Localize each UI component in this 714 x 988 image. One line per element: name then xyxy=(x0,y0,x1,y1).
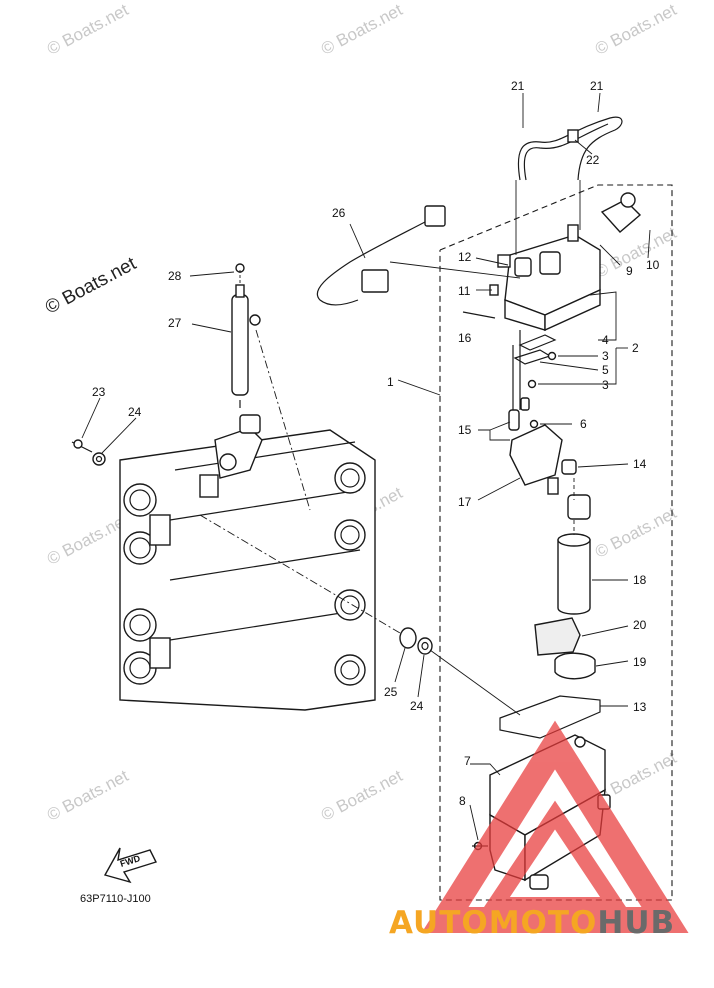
callout-4: 4 xyxy=(602,333,609,347)
callout-21: 21 xyxy=(590,79,604,93)
callout-14: 14 xyxy=(633,457,647,471)
callout-15: 15 xyxy=(458,423,472,437)
callout-3: 3 xyxy=(602,349,609,363)
wire-harness xyxy=(316,205,446,306)
callout-18: 18 xyxy=(633,573,647,587)
callout-21: 21 xyxy=(511,79,525,93)
callout-2: 2 xyxy=(632,341,639,355)
bolt-washer xyxy=(71,439,433,655)
callout-26: 26 xyxy=(332,206,346,220)
callout-3: 3 xyxy=(602,378,609,392)
callout-11: 11 xyxy=(458,284,471,298)
callout-28: 28 xyxy=(168,269,182,283)
brand-logo-text: AUTOMOTOHUB xyxy=(389,905,675,941)
vapor-separator-top xyxy=(462,192,642,431)
brand-triangle-logo xyxy=(421,720,689,933)
assembly-box xyxy=(439,184,673,901)
fuel-pump xyxy=(509,424,596,680)
callout-16: 16 xyxy=(458,331,472,345)
callout-19: 19 xyxy=(633,655,647,669)
callout-23: 23 xyxy=(92,385,106,399)
callout-10: 10 xyxy=(646,258,660,272)
callout-6: 6 xyxy=(580,417,587,431)
fwd-arrow xyxy=(103,847,157,884)
callout-13: 13 xyxy=(633,700,647,714)
callout-12: 12 xyxy=(458,250,472,264)
fuel-hose xyxy=(517,116,623,181)
callout-20: 20 xyxy=(633,618,647,632)
callout-9: 9 xyxy=(626,264,633,278)
sensor-27 xyxy=(231,263,261,408)
brand-part1: AUTOMOTO xyxy=(389,905,598,941)
throttle-body xyxy=(119,414,376,711)
drawing-code: 63P7110-J100 xyxy=(80,893,151,905)
brand-part2: HUB xyxy=(597,905,676,941)
callout-25: 25 xyxy=(384,685,398,699)
callout-8: 8 xyxy=(459,794,466,808)
callout-24: 24 xyxy=(410,699,424,713)
callout-7: 7 xyxy=(464,754,471,768)
callout-24: 24 xyxy=(128,405,142,419)
callout-1: 1 xyxy=(387,375,394,389)
callout-22: 22 xyxy=(586,153,600,167)
callout-17: 17 xyxy=(458,495,472,509)
callout-5: 5 xyxy=(602,363,609,377)
callout-27: 27 xyxy=(168,316,182,330)
